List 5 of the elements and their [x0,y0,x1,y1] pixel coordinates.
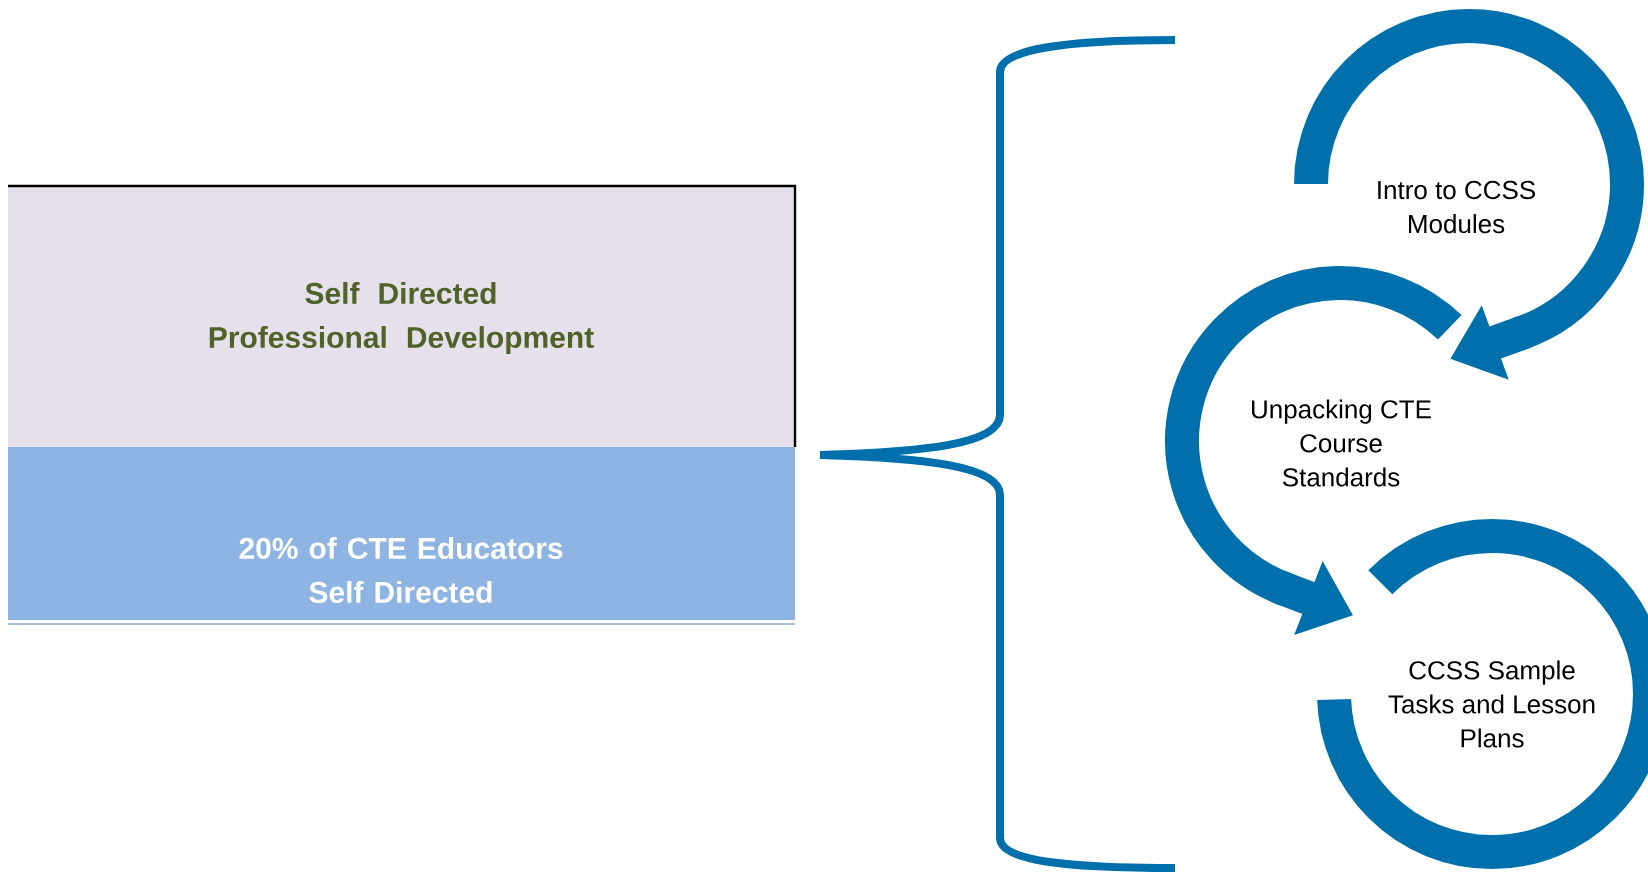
step-label: Intro to CCSS Modules [1378,180,1535,234]
table-cell: 20% of CTE Educators Self Directed [7,447,796,625]
step-label: Unpacking CTE Course Standards [1252,399,1431,487]
table-cell: Self Directed Professional Development [8,184,797,447]
step-label: CCSS Sample Tasks and Lesson Plans [1388,660,1595,748]
